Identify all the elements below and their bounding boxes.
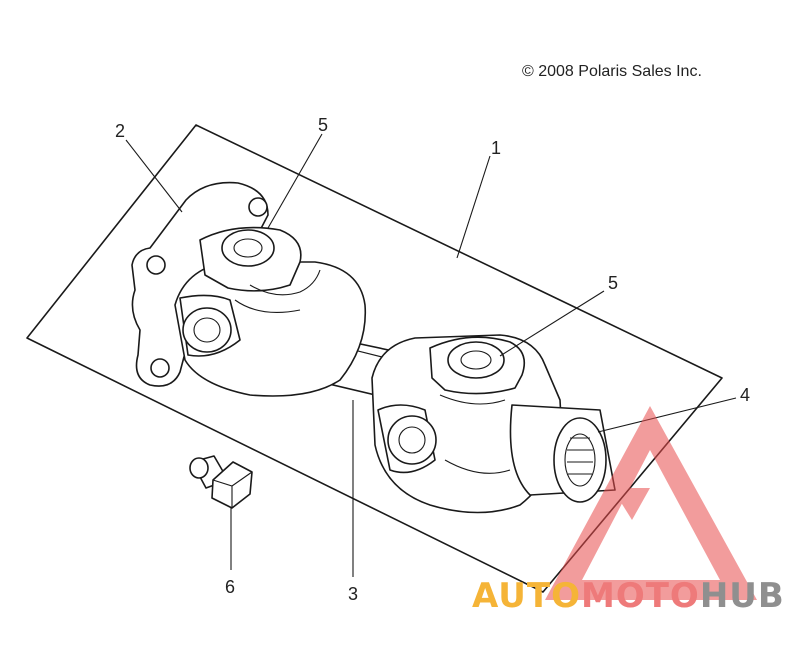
callout-3: 3 [348,584,358,604]
assembly-outline [26,124,723,593]
left-flange-yoke [131,181,367,397]
callout-5-upper: 5 [318,115,328,135]
watermark-part-1: AUTO [472,576,581,616]
watermark-part-3: HUB [699,576,785,616]
callout-5-lower: 5 [608,273,618,293]
watermark-logo [545,406,757,600]
callout-6: 6 [225,577,235,597]
leader-lines [125,133,737,577]
copyright-notice: © 2008 Polaris Sales Inc. [522,63,702,80]
callout-2: 2 [115,121,125,141]
callout-1: 1 [491,138,501,158]
callout-4: 4 [740,385,750,405]
watermark-part-2: MOTO [580,576,700,616]
right-yoke [371,334,616,514]
watermark-text: AUTOMOTOHUB [472,576,785,616]
bolt [189,455,253,509]
